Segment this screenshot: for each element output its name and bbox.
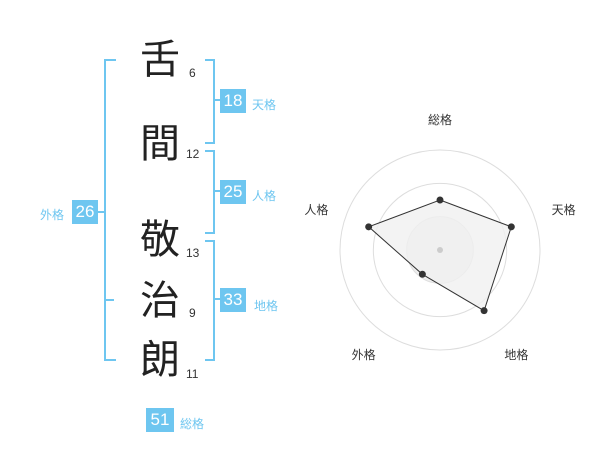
jinkaku-label: 人格 <box>252 189 277 203</box>
chikaku-connector <box>213 298 221 300</box>
radar-axis-label-3: 外格 <box>352 347 376 362</box>
stroke-count-1: 6 <box>189 66 196 80</box>
name-char-3: 敬 <box>140 217 180 263</box>
soukaku-label: 総格 <box>180 417 205 431</box>
radar-point-0 <box>436 196 444 204</box>
name-char-2: 間 <box>140 121 180 167</box>
radar-center-dot <box>437 247 443 253</box>
stroke-count-3: 13 <box>186 246 200 260</box>
stroke-count-5: 11 <box>186 367 199 381</box>
tenkaku-connector <box>213 99 221 101</box>
name-char-4: 治 <box>140 278 180 324</box>
tenkaku-bracket <box>205 59 215 144</box>
tenkaku-label: 天格 <box>252 98 277 112</box>
radar-axis-label-1: 天格 <box>552 202 576 217</box>
radar-point-4 <box>365 223 373 231</box>
soukaku-score: 51 <box>146 408 174 432</box>
gaikaku-tick <box>106 299 114 301</box>
jinkaku-score: 25 <box>220 180 246 204</box>
radar-axis-label-0: 総格 <box>428 112 452 127</box>
radar-point-1 <box>507 223 515 231</box>
name-char-5: 朗 <box>140 337 180 383</box>
jinkaku-bracket <box>205 150 215 234</box>
radar-ring-2 <box>372 182 508 318</box>
chikaku-score: 33 <box>220 288 246 312</box>
radar-point-2 <box>480 307 488 315</box>
radar-point-3 <box>418 270 426 278</box>
chikaku-bracket <box>205 240 215 361</box>
name-char-1: 舌 <box>140 37 180 83</box>
gaikaku-label: 外格 <box>40 208 65 222</box>
stroke-count-4: 9 <box>189 306 196 320</box>
tenkaku-score: 18 <box>220 89 246 113</box>
gaikaku-connector <box>98 211 106 213</box>
radar-axis-label-2: 地格 <box>504 347 528 362</box>
chikaku-label: 地格 <box>254 299 279 313</box>
radar-polygon <box>367 199 512 312</box>
gaikaku-score: 26 <box>72 200 98 224</box>
stroke-count-2: 12 <box>186 147 200 161</box>
radar-axis-label-4: 人格 <box>304 202 328 217</box>
radar-ring-3 <box>339 149 541 351</box>
gaikaku-bracket <box>104 59 116 361</box>
jinkaku-connector <box>213 190 221 192</box>
